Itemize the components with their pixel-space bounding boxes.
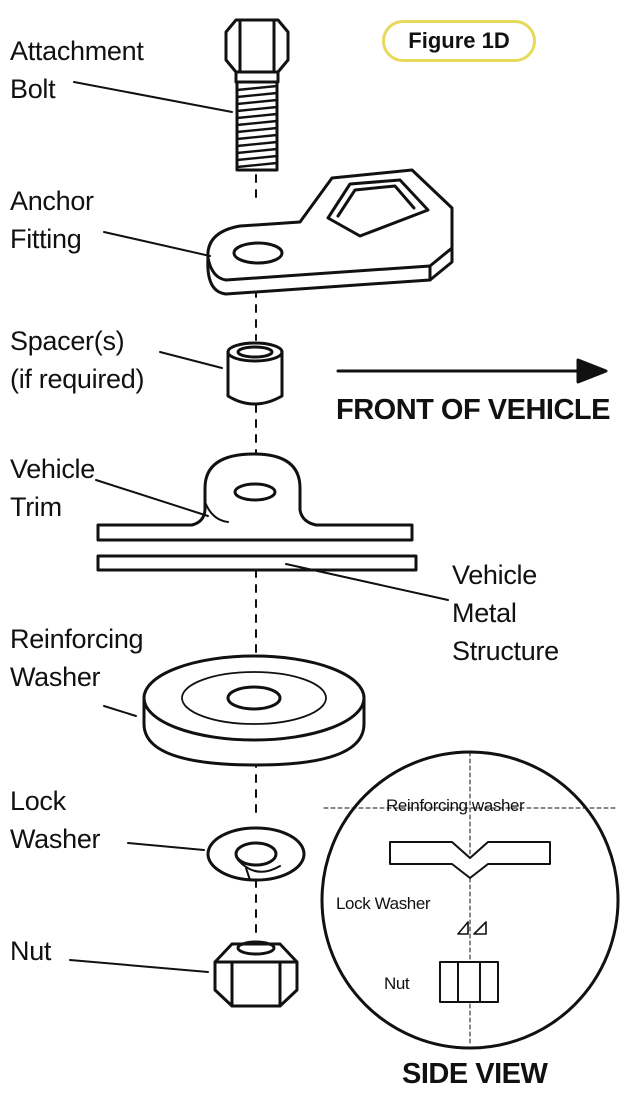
label-line: Lock	[10, 786, 66, 816]
label-line: Washer	[10, 662, 101, 692]
label-line: Nut	[10, 936, 52, 966]
label-reinforcing-washer: Reinforcing Washer	[10, 620, 144, 696]
label-line: Anchor	[10, 186, 94, 216]
label-line: Vehicle	[10, 454, 95, 484]
label-line: Reinforcing	[10, 624, 144, 654]
label-line: Trim	[10, 492, 62, 522]
anchor-fitting-icon	[206, 168, 454, 296]
vehicle-trim-icon	[96, 452, 414, 542]
lock-washer-icon	[206, 826, 306, 882]
side-view-inset	[320, 750, 620, 1050]
bolt-icon	[224, 18, 290, 172]
label-spacer: Spacer(s) (if required)	[10, 322, 144, 398]
label-line: Spacer(s)	[10, 326, 125, 356]
label-vehicle-metal-structure: Vehicle Metal Structure	[452, 556, 559, 670]
front-arrow-icon	[336, 358, 608, 384]
nut-icon	[213, 940, 299, 1008]
spacer-icon	[226, 341, 284, 406]
leader-lines	[69, 81, 449, 973]
side-view-title: SIDE VIEW	[402, 1058, 548, 1090]
label-line: Metal	[452, 598, 517, 628]
vehicle-metal-structure-icon	[96, 554, 418, 572]
label-line: Structure	[452, 636, 559, 666]
front-of-vehicle-label: FRONT OF VEHICLE	[336, 394, 610, 426]
side-view-reinforcing-washer-label: Reinforcing washer	[386, 796, 525, 815]
label-anchor-fitting: Anchor Fitting	[10, 182, 94, 258]
side-view-nut-label: Nut	[384, 974, 410, 993]
label-nut: Nut	[10, 932, 51, 970]
label-line: Bolt	[10, 74, 56, 104]
label-vehicle-trim: Vehicle Trim	[10, 450, 95, 526]
label-line: Attachment	[10, 36, 144, 66]
label-line: Fitting	[10, 224, 82, 254]
label-lock-washer: Lock Washer	[10, 782, 101, 858]
side-view-lock-washer-label: Lock Washer	[336, 894, 431, 913]
reinforcing-washer-icon	[142, 654, 366, 767]
label-attachment-bolt: Attachment Bolt	[10, 32, 144, 108]
label-line: Washer	[10, 824, 101, 854]
label-line: (if required)	[10, 364, 145, 394]
label-line: Vehicle	[452, 560, 537, 590]
figure-label: Figure 1D	[382, 20, 536, 62]
